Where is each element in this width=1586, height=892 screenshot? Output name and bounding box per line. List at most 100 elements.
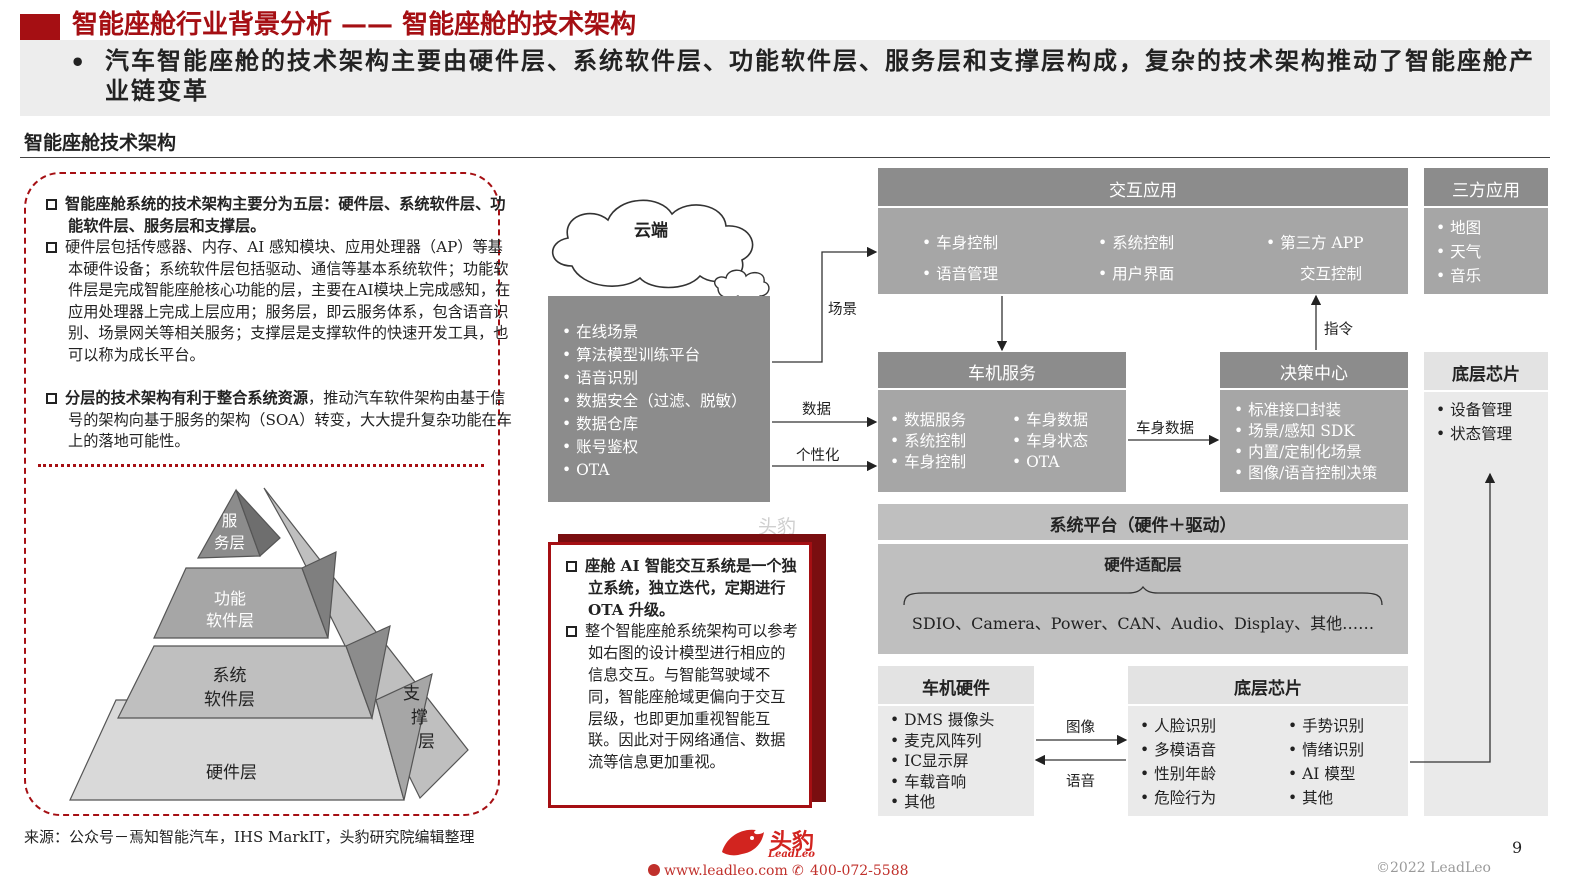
- list-item: IC显示屏: [890, 751, 994, 772]
- banner-bullet: •: [70, 48, 86, 77]
- watermark: 头豹: [758, 516, 797, 538]
- list-item: 第三方 APP: [1266, 228, 1363, 259]
- phone-icon: ✆: [792, 863, 804, 879]
- cloud-services-list: 在线场景 算法模型训练平台 语音识别 数据安全（过滤、脱敏） 数据仓库 账号鉴权…: [562, 321, 747, 482]
- list-item: 车身控制: [890, 452, 966, 473]
- system-layer-side: [345, 624, 391, 721]
- list-item: 多模语音: [1140, 738, 1216, 762]
- note-point-1-text: 座舱 AI 智能交互系统是一个独立系统，独立迭代，定期进行 OTA 升级。: [585, 557, 797, 619]
- system-platform-box: [878, 544, 1408, 654]
- list-item: 其他: [890, 792, 994, 813]
- interaction-apps-header: 交互应用: [1109, 181, 1177, 201]
- checkbox-icon: [46, 242, 57, 253]
- summary-point-1: 智能座舱系统的技术架构主要分为五层：硬件层、系统软件层、功能软件层、服务层和支撑…: [46, 194, 518, 237]
- interface-list: SDIO、Camera、Power、CAN、Audio、Display、其他……: [911, 614, 1375, 633]
- support-layer-line3: 层: [418, 732, 435, 752]
- bottom-chip-header: 底层芯片: [1234, 679, 1302, 699]
- summary-point-3-bold: 分层的技术架构有利于整合系统资源: [65, 389, 308, 407]
- list-item: 系统控制: [890, 431, 966, 452]
- service-layer-line2: 务层: [214, 534, 246, 552]
- list-item: 在线场景: [562, 321, 747, 344]
- list-item: 车身数据: [1012, 410, 1088, 431]
- system-layer-line2: 软件层: [204, 690, 255, 710]
- architecture-pyramid: [69, 487, 469, 801]
- logo-text: 头豹: [770, 829, 815, 855]
- cloud-label: 云端: [634, 221, 668, 241]
- bottom-chip-col2: 手势识别 情绪识别 AI 模型 其他: [1288, 714, 1364, 810]
- third-party-list: 地图 天气 音乐: [1436, 216, 1481, 288]
- summary-point-2: 硬件层包括传感器、内存、AI 感知模块、应用处理器（AP）等基本硬件设备；系统软…: [46, 237, 518, 366]
- section-title: 智能座舱技术架构: [24, 132, 177, 154]
- command-label: 指令: [1324, 322, 1353, 338]
- system-layer-line1: 系统: [212, 666, 247, 686]
- support-layer-line2: 撑: [411, 708, 428, 728]
- list-item: 账号鉴权: [562, 436, 747, 459]
- copyright: ©2022 LeadLeo: [1376, 860, 1491, 876]
- list-item: 图像/语音控制决策: [1234, 463, 1377, 484]
- body-data-label: 车身数据: [1136, 421, 1194, 437]
- checkbox-icon: [566, 561, 577, 572]
- list-item: 车载音响: [890, 772, 994, 793]
- system-platform-header: 系统平台（硬件＋驱动）: [1049, 516, 1237, 536]
- phone-number: 400-072-5588: [810, 863, 909, 879]
- bottom-chip-header-bg: [1128, 666, 1408, 704]
- list-item: 音乐: [1436, 264, 1481, 288]
- interaction-col2: 系统控制 用户界面: [1098, 228, 1174, 290]
- function-layer-line2: 软件层: [206, 611, 255, 630]
- interaction-col3: 第三方 APP 交互控制: [1266, 228, 1363, 290]
- list-item: 天气: [1436, 240, 1481, 264]
- summary-point-2-text: 硬件层包括传感器、内存、AI 感知模块、应用处理器（AP）等基本硬件设备；系统软…: [65, 238, 511, 364]
- list-item: 语音管理: [922, 259, 998, 290]
- chip-right-list: 设备管理 状态管理: [1436, 398, 1512, 446]
- cloud-icon: [551, 199, 770, 302]
- dotted-divider: [38, 464, 484, 467]
- list-item: 危险行为: [1140, 786, 1216, 810]
- summary-panel: [24, 172, 500, 816]
- function-layer-label: 功能 软件层: [206, 588, 254, 632]
- section-divider: [20, 157, 1550, 158]
- head-unit-hw-header: 车机硬件: [922, 679, 990, 699]
- interaction-apps-header-bg: [878, 168, 1408, 206]
- list-item: 标准接口封装: [1234, 400, 1377, 421]
- list-item: 系统控制: [1098, 228, 1174, 259]
- logo-subtitle: LeadLeo: [768, 849, 815, 860]
- third-party-header-bg: [1424, 168, 1548, 206]
- list-item: 用户界面: [1098, 259, 1174, 290]
- head-unit-service-header: 车机服务: [968, 364, 1036, 384]
- list-item: 设备管理: [1436, 398, 1512, 422]
- web-icon: [648, 864, 660, 876]
- source-note: 来源：公众号－焉知智能汽车，IHS MarkIT，头豹研究院编辑整理: [24, 828, 475, 846]
- note-point-1: 座舱 AI 智能交互系统是一个独立系统，独立迭代，定期进行 OTA 升级。: [566, 556, 798, 621]
- list-item: 数据服务: [890, 410, 966, 431]
- head-unit-service-col1: 数据服务 系统控制 车身控制: [890, 410, 966, 473]
- list-item: 手势识别: [1288, 714, 1364, 738]
- hardware-layer-label: 硬件层: [206, 763, 257, 783]
- function-layer-side: [301, 551, 337, 639]
- list-item: AI 模型: [1288, 762, 1364, 786]
- list-item: OTA: [562, 459, 747, 482]
- chip-right-header: 底层芯片: [1452, 365, 1520, 385]
- service-layer-side: [235, 489, 281, 558]
- data-label: 数据: [802, 402, 831, 418]
- third-party-header: 三方应用: [1452, 181, 1520, 201]
- system-platform-header-bg: [878, 504, 1408, 540]
- service-layer-label: 服 务层: [214, 510, 245, 554]
- checkbox-icon: [566, 626, 577, 638]
- list-item: 人脸识别: [1140, 714, 1216, 738]
- decision-center-header-bg: [1220, 352, 1408, 388]
- image-label: 图像: [1066, 720, 1095, 736]
- support-layer-line1: 支: [403, 684, 420, 704]
- list-item: 其他: [1288, 786, 1364, 810]
- note-box-content: 座舱 AI 智能交互系统是一个独立系统，独立迭代，定期进行 OTA 升级。 整个…: [566, 556, 798, 774]
- list-item: 交互控制: [1300, 265, 1363, 283]
- interaction-col1: 车身控制 语音管理: [922, 228, 998, 290]
- headline-text: 汽车智能座舱的技术架构主要由硬件层、系统软件层、功能软件层、服务层和支撑层构成，…: [105, 46, 1535, 105]
- checkbox-icon: [46, 199, 57, 210]
- list-item: 车身控制: [922, 228, 998, 259]
- list-item: OTA: [1012, 452, 1088, 473]
- page-number: 9: [1512, 838, 1523, 857]
- website-link[interactable]: www.leadleo.com: [664, 863, 788, 879]
- list-item: 地图: [1436, 216, 1481, 240]
- chip-up-arrow: [1410, 472, 1496, 763]
